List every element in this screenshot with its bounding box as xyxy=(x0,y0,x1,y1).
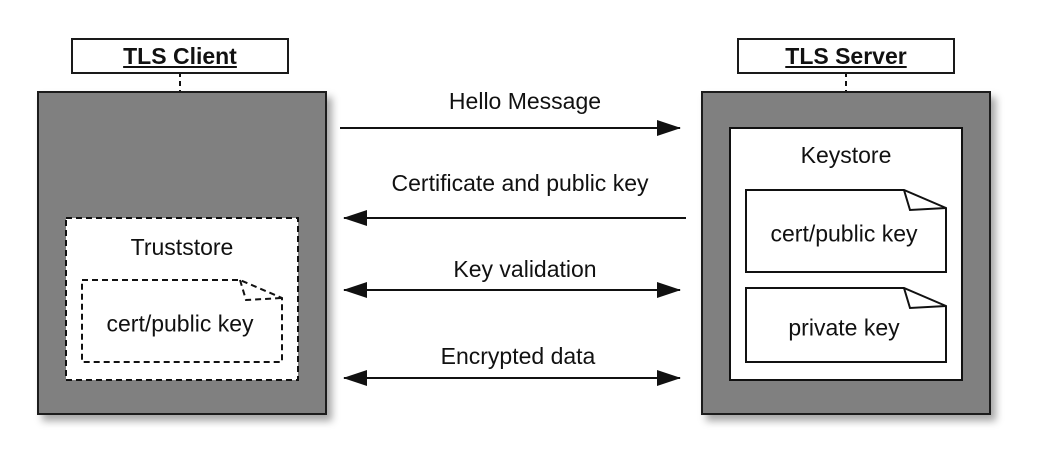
truststore-cert-doc xyxy=(81,279,283,363)
label-key-validation: Key validation xyxy=(453,256,597,282)
keystore-label: Keystore xyxy=(800,142,892,168)
keystore-cert-doc xyxy=(745,189,947,273)
keystore-cert-fold xyxy=(903,189,947,212)
truststore-label: Truststore xyxy=(130,234,234,260)
label-certificate: Certificate and public key xyxy=(391,170,649,196)
label-hello-message: Hello Message xyxy=(448,88,602,114)
truststore-cert-label: cert/public key xyxy=(106,310,254,337)
keystore-private-doc xyxy=(745,287,947,363)
keystore-private-fold xyxy=(903,287,947,310)
keystore-private-label: private key xyxy=(788,314,900,341)
client-title: TLS Client xyxy=(71,38,289,74)
label-encrypted-data: Encrypted data xyxy=(440,343,596,369)
keystore-cert-label: cert/public key xyxy=(770,220,918,247)
server-title: TLS Server xyxy=(737,38,955,74)
truststore-cert-fold xyxy=(239,279,283,302)
